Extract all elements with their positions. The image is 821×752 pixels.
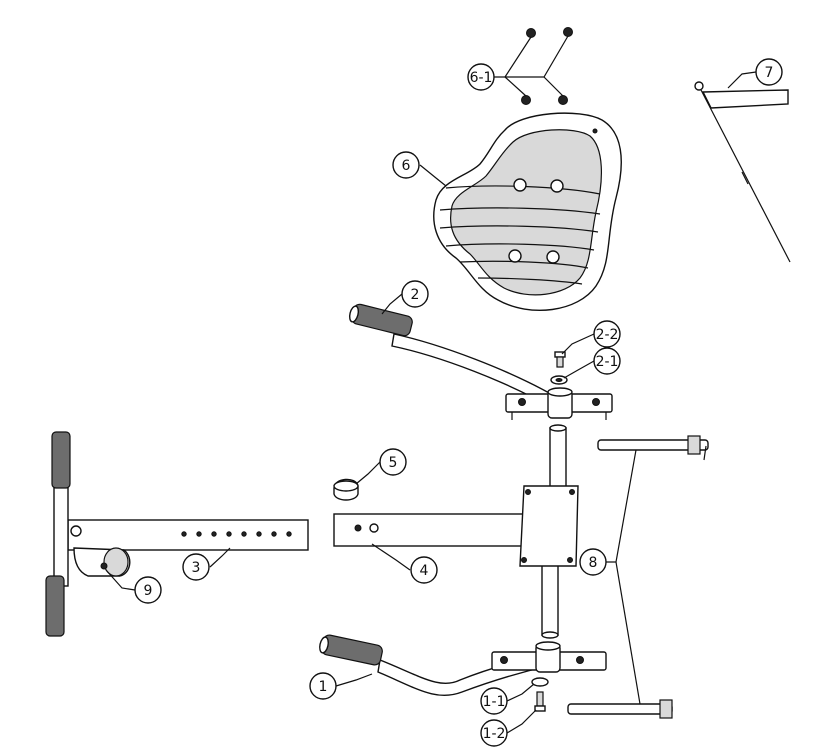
callout-8: 8: [579, 548, 607, 576]
part-bolt-2-2: [554, 351, 566, 368]
callout-2: 2: [401, 280, 429, 308]
callout-6-1-label: 6-1: [470, 70, 493, 86]
callout-3-label: 3: [192, 560, 201, 576]
callout-1: 1: [309, 672, 337, 700]
leader-lines: [105, 35, 757, 734]
callout-1-1-label: 1-1: [483, 694, 506, 710]
part-caster-wheel: [73, 547, 131, 577]
callout-9: 9: [134, 576, 162, 604]
callout-6-1: 6-1: [467, 63, 495, 91]
callout-6-label: 6: [402, 158, 411, 174]
callout-1-2: 1-2: [480, 719, 508, 747]
part-cap: [333, 478, 359, 501]
part-washer-2-1: [550, 375, 568, 385]
callout-7: 7: [755, 58, 783, 86]
callout-1-2-label: 1-2: [483, 726, 506, 742]
callout-3: 3: [182, 553, 210, 581]
part-straps: [567, 435, 709, 719]
part-flag: [694, 81, 791, 263]
part-bolt-1-2: [534, 691, 546, 712]
part-frame-tube-right: [333, 485, 579, 567]
callout-6: 6: [392, 151, 420, 179]
callout-5: 5: [379, 448, 407, 476]
callout-1-1: 1-1: [480, 687, 508, 715]
part-upper-handle: [348, 303, 613, 420]
callout-1-label: 1: [319, 679, 328, 695]
part-seat: [433, 112, 622, 312]
part-lower-handle: [319, 634, 607, 696]
callout-2-1-label: 2-1: [596, 354, 619, 370]
callout-5-label: 5: [389, 455, 398, 471]
part-frame-tube-left: [45, 431, 309, 637]
callout-8-label: 8: [589, 555, 598, 571]
callout-2-2: 2-2: [593, 320, 621, 348]
part-washer-1-1: [531, 677, 549, 687]
callout-9-label: 9: [144, 583, 153, 599]
callout-4: 4: [410, 556, 438, 584]
callout-2-1: 2-1: [593, 347, 621, 375]
callout-2-label: 2: [411, 287, 420, 303]
callout-7-label: 7: [765, 65, 774, 81]
callout-2-2-label: 2-2: [596, 327, 619, 343]
callout-4-label: 4: [420, 563, 429, 579]
part-vertical-post: [541, 424, 567, 639]
